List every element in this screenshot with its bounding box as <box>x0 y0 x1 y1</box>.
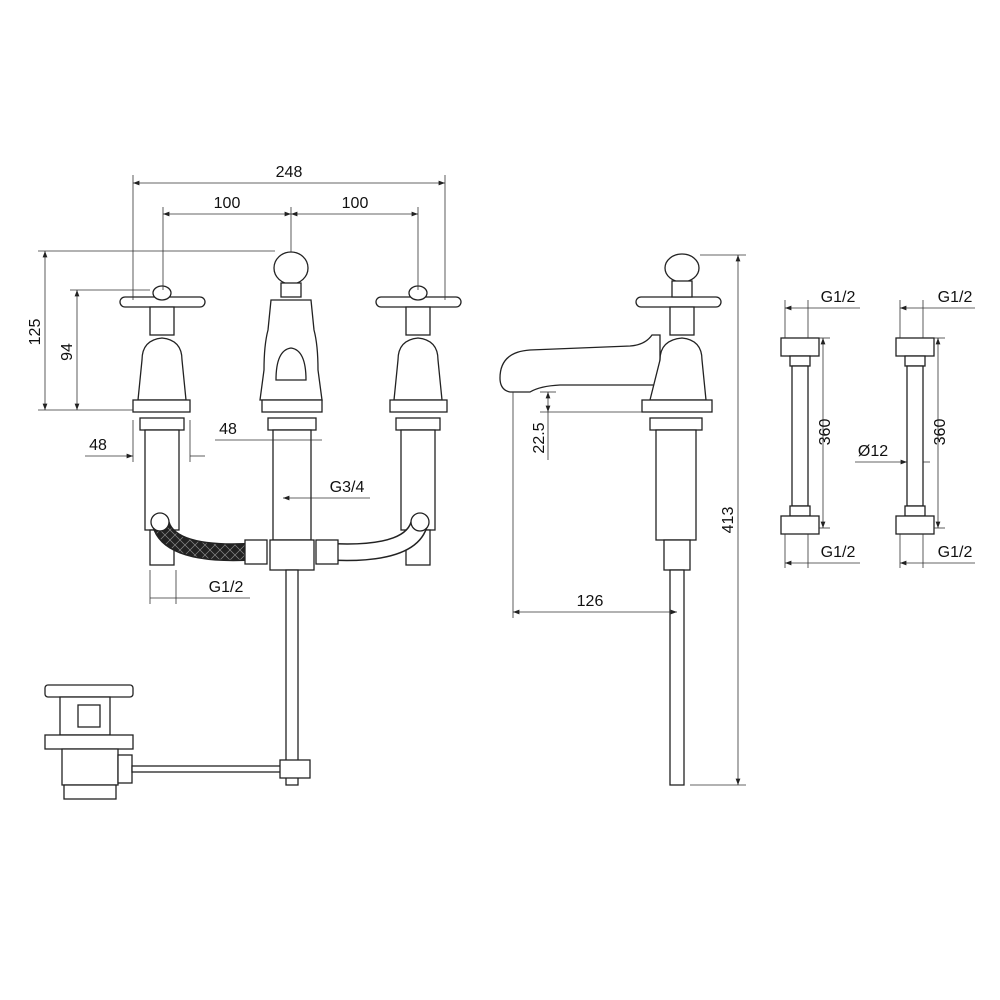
dim-total-height: 125 <box>27 319 44 346</box>
hose-2-diameter: Ø12 <box>858 443 888 460</box>
dim-spout-thread: G3/4 <box>330 479 365 496</box>
hose-2: G1/2 360 Ø12 G1/2 <box>855 289 975 568</box>
hose-1-length: 360 <box>817 419 834 446</box>
side-view <box>499 253 722 786</box>
dim-centre-right: 100 <box>342 195 369 212</box>
dim-centre-left: 100 <box>214 195 241 212</box>
hose-2-bottom-thread: G1/2 <box>938 544 973 561</box>
side-dimensions: 126 22.5 413 <box>512 254 746 786</box>
dim-spout-reach: 126 <box>577 593 604 610</box>
hose-2-length: 360 <box>932 419 949 446</box>
hose-1-top-thread: G1/2 <box>821 289 856 306</box>
front-dimensions: 248 100 100 125 94 48 48 G3/4 G1/2 <box>27 164 446 604</box>
dim-valve-height: 94 <box>59 343 76 361</box>
centre-spout <box>259 251 323 786</box>
front-view <box>44 251 462 800</box>
dim-valve-base: 48 <box>89 437 107 454</box>
hose-1-bottom-thread: G1/2 <box>821 544 856 561</box>
dim-base-height: 22.5 <box>531 422 548 453</box>
dim-valve-thread: G1/2 <box>209 579 244 596</box>
dim-overall-height: 413 <box>720 507 737 534</box>
pop-up-waste <box>44 684 311 800</box>
hose-2-top-thread: G1/2 <box>938 289 973 306</box>
hose-1: G1/2 360 G1/2 <box>780 289 860 568</box>
dim-spout-base: 48 <box>219 421 237 438</box>
dim-overall-width: 248 <box>276 164 303 181</box>
